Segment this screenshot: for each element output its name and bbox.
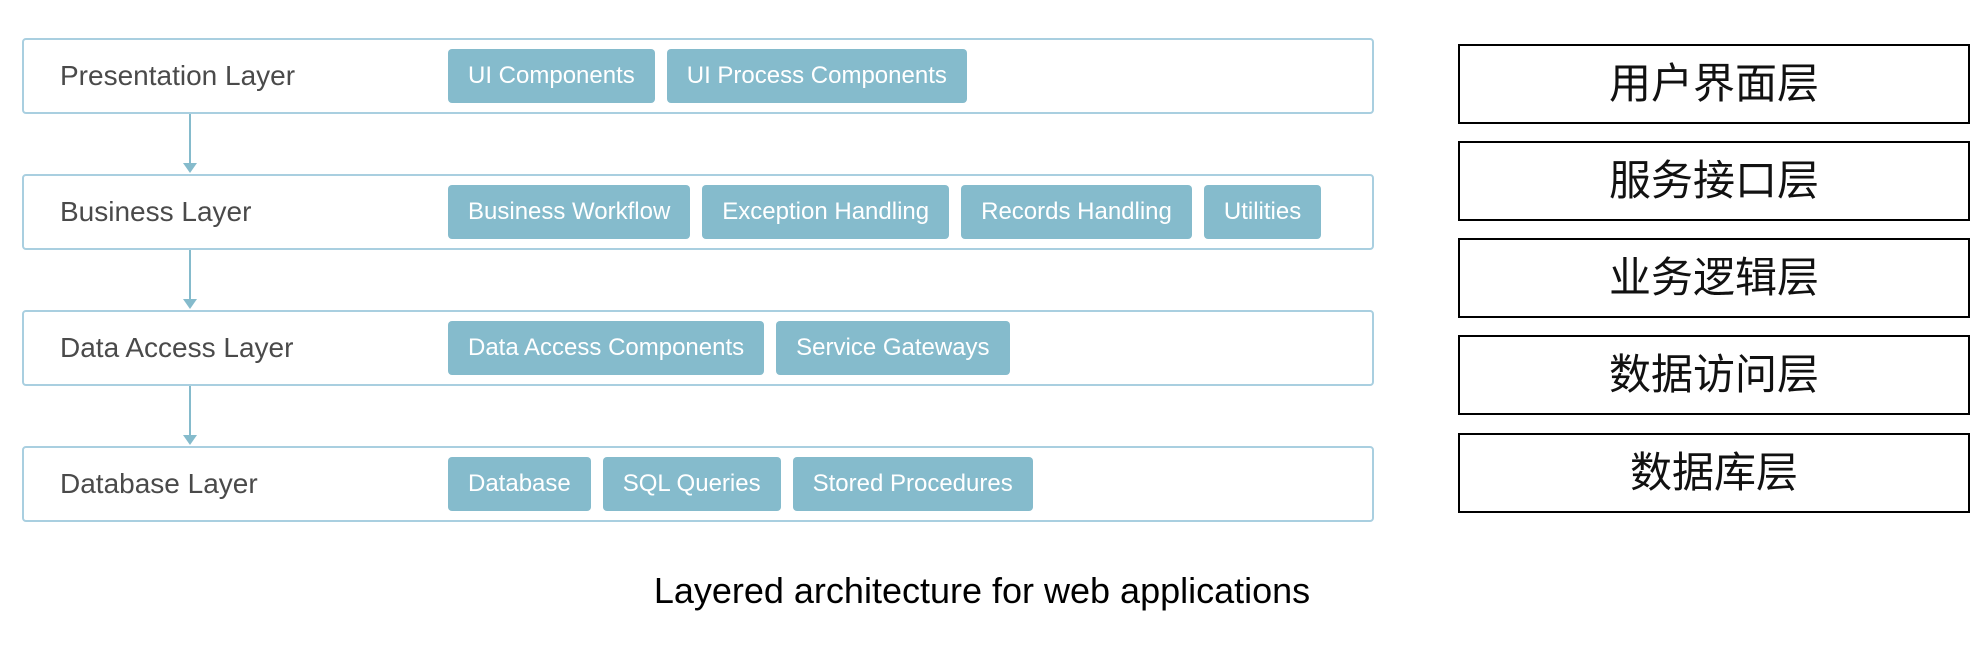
component-chips: Database SQL Queries Stored Procedures: [448, 457, 1033, 511]
cn-layer-box: 数据库层: [1458, 433, 1970, 513]
connector-line: [189, 250, 191, 304]
cn-layer-box: 业务逻辑层: [1458, 238, 1970, 318]
layer-title: Data Access Layer: [60, 332, 294, 363]
cn-layer-box: 用户界面层: [1458, 44, 1970, 124]
component-chips: Data Access Components Service Gateways: [448, 321, 1010, 375]
component-chip: Business Workflow: [448, 185, 691, 239]
component-chip: UI Process Components: [666, 49, 967, 103]
figure-caption: Layered architecture for web application…: [653, 570, 1311, 611]
component-chip: Utilities: [1203, 185, 1322, 239]
component-chip: Service Gateways: [776, 321, 1010, 375]
arrow-down-icon: [183, 163, 197, 173]
component-chip: SQL Queries: [602, 457, 781, 511]
business-layer-box: Business Layer Business Workflow Excepti…: [22, 174, 1374, 250]
database-layer-box: Database Layer Database SQL Queries Stor…: [22, 446, 1374, 522]
data-access-layer-box: Data Access Layer Data Access Components…: [22, 310, 1374, 386]
layer-title: Business Layer: [60, 196, 252, 227]
layer-title: Presentation Layer: [60, 60, 296, 91]
cn-layer-box: 服务接口层: [1458, 141, 1970, 221]
component-chips: Business Workflow Exception Handling Rec…: [448, 185, 1322, 239]
component-chip: Exception Handling: [702, 185, 950, 239]
presentation-layer-box: Presentation Layer UI Components UI Proc…: [22, 38, 1374, 114]
layer-title: Database Layer: [60, 468, 258, 499]
component-chip: Records Handling: [961, 185, 1192, 239]
component-chip: Database: [448, 457, 591, 511]
component-chip: Stored Procedures: [792, 457, 1033, 511]
arrow-down-icon: [183, 435, 197, 445]
component-chip: UI Components: [448, 49, 655, 103]
component-chip: Data Access Components: [448, 321, 765, 375]
cn-layer-box: 数据访问层: [1458, 335, 1970, 415]
component-chips: UI Components UI Process Components: [448, 49, 967, 103]
connector-line: [189, 386, 191, 440]
connector-line: [189, 114, 191, 168]
arrow-down-icon: [183, 299, 197, 309]
